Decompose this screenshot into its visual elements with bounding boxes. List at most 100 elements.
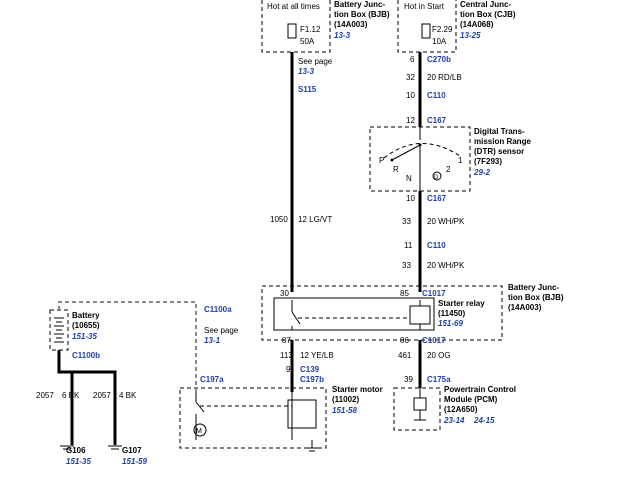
battery-positive-cable — [58, 301, 197, 392]
ground-starter-icon — [306, 447, 318, 452]
dtr-pos-p: P — [379, 156, 384, 165]
battery-title-1: Battery — [72, 311, 100, 320]
pin-11: 11 — [404, 241, 413, 250]
ground-g107-ref: 151-59 — [122, 457, 147, 466]
cjb-top-box: Hot in Start F2.29 10A Central Junc- tio… — [397, 0, 516, 53]
dtr-title-4: (7F293) — [474, 157, 502, 166]
wire-32-circuit: 32 — [406, 73, 415, 82]
dtr-pos-n: N — [406, 174, 412, 183]
dtr-pos-1: 1 — [458, 156, 463, 165]
pin-12: 12 — [406, 116, 415, 125]
wire-33-circuit-b: 33 — [402, 261, 411, 270]
pcm-ref-2: 24-15 — [473, 416, 495, 425]
pcm-ref-1: 23-14 — [443, 416, 465, 425]
dtr-pos-2: 2 — [446, 165, 451, 174]
wire-2057-b-gauge: 4 BK — [119, 391, 137, 400]
bjb-top-ref: 13-3 — [334, 31, 351, 40]
cjb-top-ref: 13-25 — [460, 31, 481, 40]
bjb-top-label: Hot at all times — [267, 2, 320, 11]
connector-c167-a: C167 — [427, 116, 447, 125]
ground-g107-icon — [108, 445, 122, 450]
starter-relay — [273, 297, 435, 331]
relay-title-1: Starter relay — [438, 299, 485, 308]
connector-c1017-b: C1017 — [422, 336, 446, 345]
pin-6: 6 — [410, 55, 415, 64]
pcm-title-2: Module (PCM) — [444, 395, 498, 404]
relay-ref: 151-69 — [438, 319, 463, 328]
pcm-title-3: (12A650) — [444, 405, 478, 414]
connector-c197b: C197b — [300, 375, 324, 384]
wire-2057-b-circuit: 2057 — [93, 391, 111, 400]
dtr-title-1: Digital Trans- — [474, 127, 525, 136]
pin-9: 9 — [286, 365, 291, 374]
starter-title-2: (11002) — [332, 395, 359, 404]
connector-c197a: C197a — [200, 375, 224, 384]
dtr-pos-r: R — [393, 165, 399, 174]
bjb-mid-title-3: (14A003) — [508, 303, 542, 312]
pin-30: 30 — [280, 289, 289, 298]
ground-g107: G107 — [122, 446, 142, 455]
pin-86: 86 — [400, 336, 409, 345]
wire-461-circuit: 461 — [398, 351, 412, 360]
connector-c1017-a: C1017 — [422, 289, 446, 298]
battery-title-2: (10655) — [72, 321, 100, 330]
wire-32-gauge: 20 RD/LB — [427, 73, 462, 82]
fuse-f112: F1.12 — [300, 25, 321, 34]
relay-title-2: (11450) — [438, 309, 465, 318]
bjb-top-title-2: tion Box (BJB) — [334, 10, 390, 19]
connector-c1100a: C1100a — [204, 305, 232, 314]
starter-ref: 151-58 — [332, 406, 357, 415]
see-page-ref: 13-3 — [298, 67, 315, 76]
pin-85: 85 — [400, 289, 409, 298]
pin-87: 87 — [282, 336, 291, 345]
wire-2057-b — [57, 350, 117, 445]
dtr-sensor-box: P R N D 2 1 Digital Trans- mission Range… — [369, 126, 531, 192]
splice-s115: S115 — [298, 85, 317, 94]
wire-2057-a-gauge: 6 BK — [62, 391, 80, 400]
dtr-pos-d: D — [434, 175, 439, 181]
wire-33-gauge-b: 20 WH/PK — [427, 261, 465, 270]
wire-461-gauge: 20 OG — [427, 351, 451, 360]
pin-39: 39 — [404, 375, 413, 384]
fuse-f229-rating: 10A — [432, 37, 447, 46]
starter-motor-box: C197a C197b M Starter motor (11002) 151-… — [179, 375, 383, 449]
connector-c110-a: C110 — [427, 91, 446, 100]
wire-113-circuit: 113 — [280, 351, 293, 360]
see-page2-text: See page — [204, 326, 239, 335]
starter-title-1: Starter motor — [332, 385, 383, 394]
see-page2-ref: 13-1 — [204, 336, 221, 345]
pin-10-b: 10 — [406, 194, 415, 203]
bjb-mid-title-2: tion Box (BJB) — [508, 293, 564, 302]
connector-c270b: C270b — [427, 55, 451, 64]
bjb-top-box: Hot at all times F1.12 50A Battery Junc-… — [261, 0, 390, 53]
cjb-top-label: Hot in Start — [404, 2, 445, 11]
ground-g106-ref: 151-35 — [66, 457, 91, 466]
pcm-title-1: Powertrain Control — [444, 385, 516, 394]
pcm-box: Powertrain Control Module (PCM) (12A650)… — [393, 385, 516, 431]
cjb-top-title-2: tion Box (CJB) — [460, 10, 516, 19]
see-page-text: See page — [298, 57, 333, 66]
connector-c110-b: C110 — [427, 241, 446, 250]
wire-1050-gauge: 12 LG/VT — [298, 215, 332, 224]
bjb-mid-box: 30 85 C1017 87 86 C1017 Starter relay (1… — [261, 283, 564, 345]
wire-1050-circuit: 1050 — [270, 215, 288, 224]
motor-symbol: M — [196, 428, 202, 435]
connector-c139: C139 — [300, 365, 320, 374]
dtr-ref: 29-2 — [473, 168, 491, 177]
bjb-top-title-3: (14A003) — [334, 20, 368, 29]
connector-c1100b: C1100b — [72, 351, 100, 360]
wire-33-gauge-a: 20 WH/PK — [427, 217, 465, 226]
wire-2057-a-circuit: 2057 — [36, 391, 54, 400]
connector-c167-b: C167 — [427, 194, 447, 203]
dtr-title-3: (DTR) sensor — [474, 147, 524, 156]
wire-113-gauge: 12 YE/LB — [300, 351, 334, 360]
cjb-top-title-3: (14A068) — [460, 20, 494, 29]
battery-ref: 151-35 — [72, 332, 97, 341]
fuse-f112-rating: 50A — [300, 37, 315, 46]
fuse-f229: F2.29 — [432, 25, 453, 34]
dtr-title-2: mission Range — [474, 137, 531, 146]
bjb-mid-title-1: Battery Junc- — [508, 283, 559, 292]
pin-10-a: 10 — [406, 91, 415, 100]
ground-g106-icon — [60, 445, 74, 450]
cjb-top-title-1: Central Junc- — [460, 0, 511, 9]
